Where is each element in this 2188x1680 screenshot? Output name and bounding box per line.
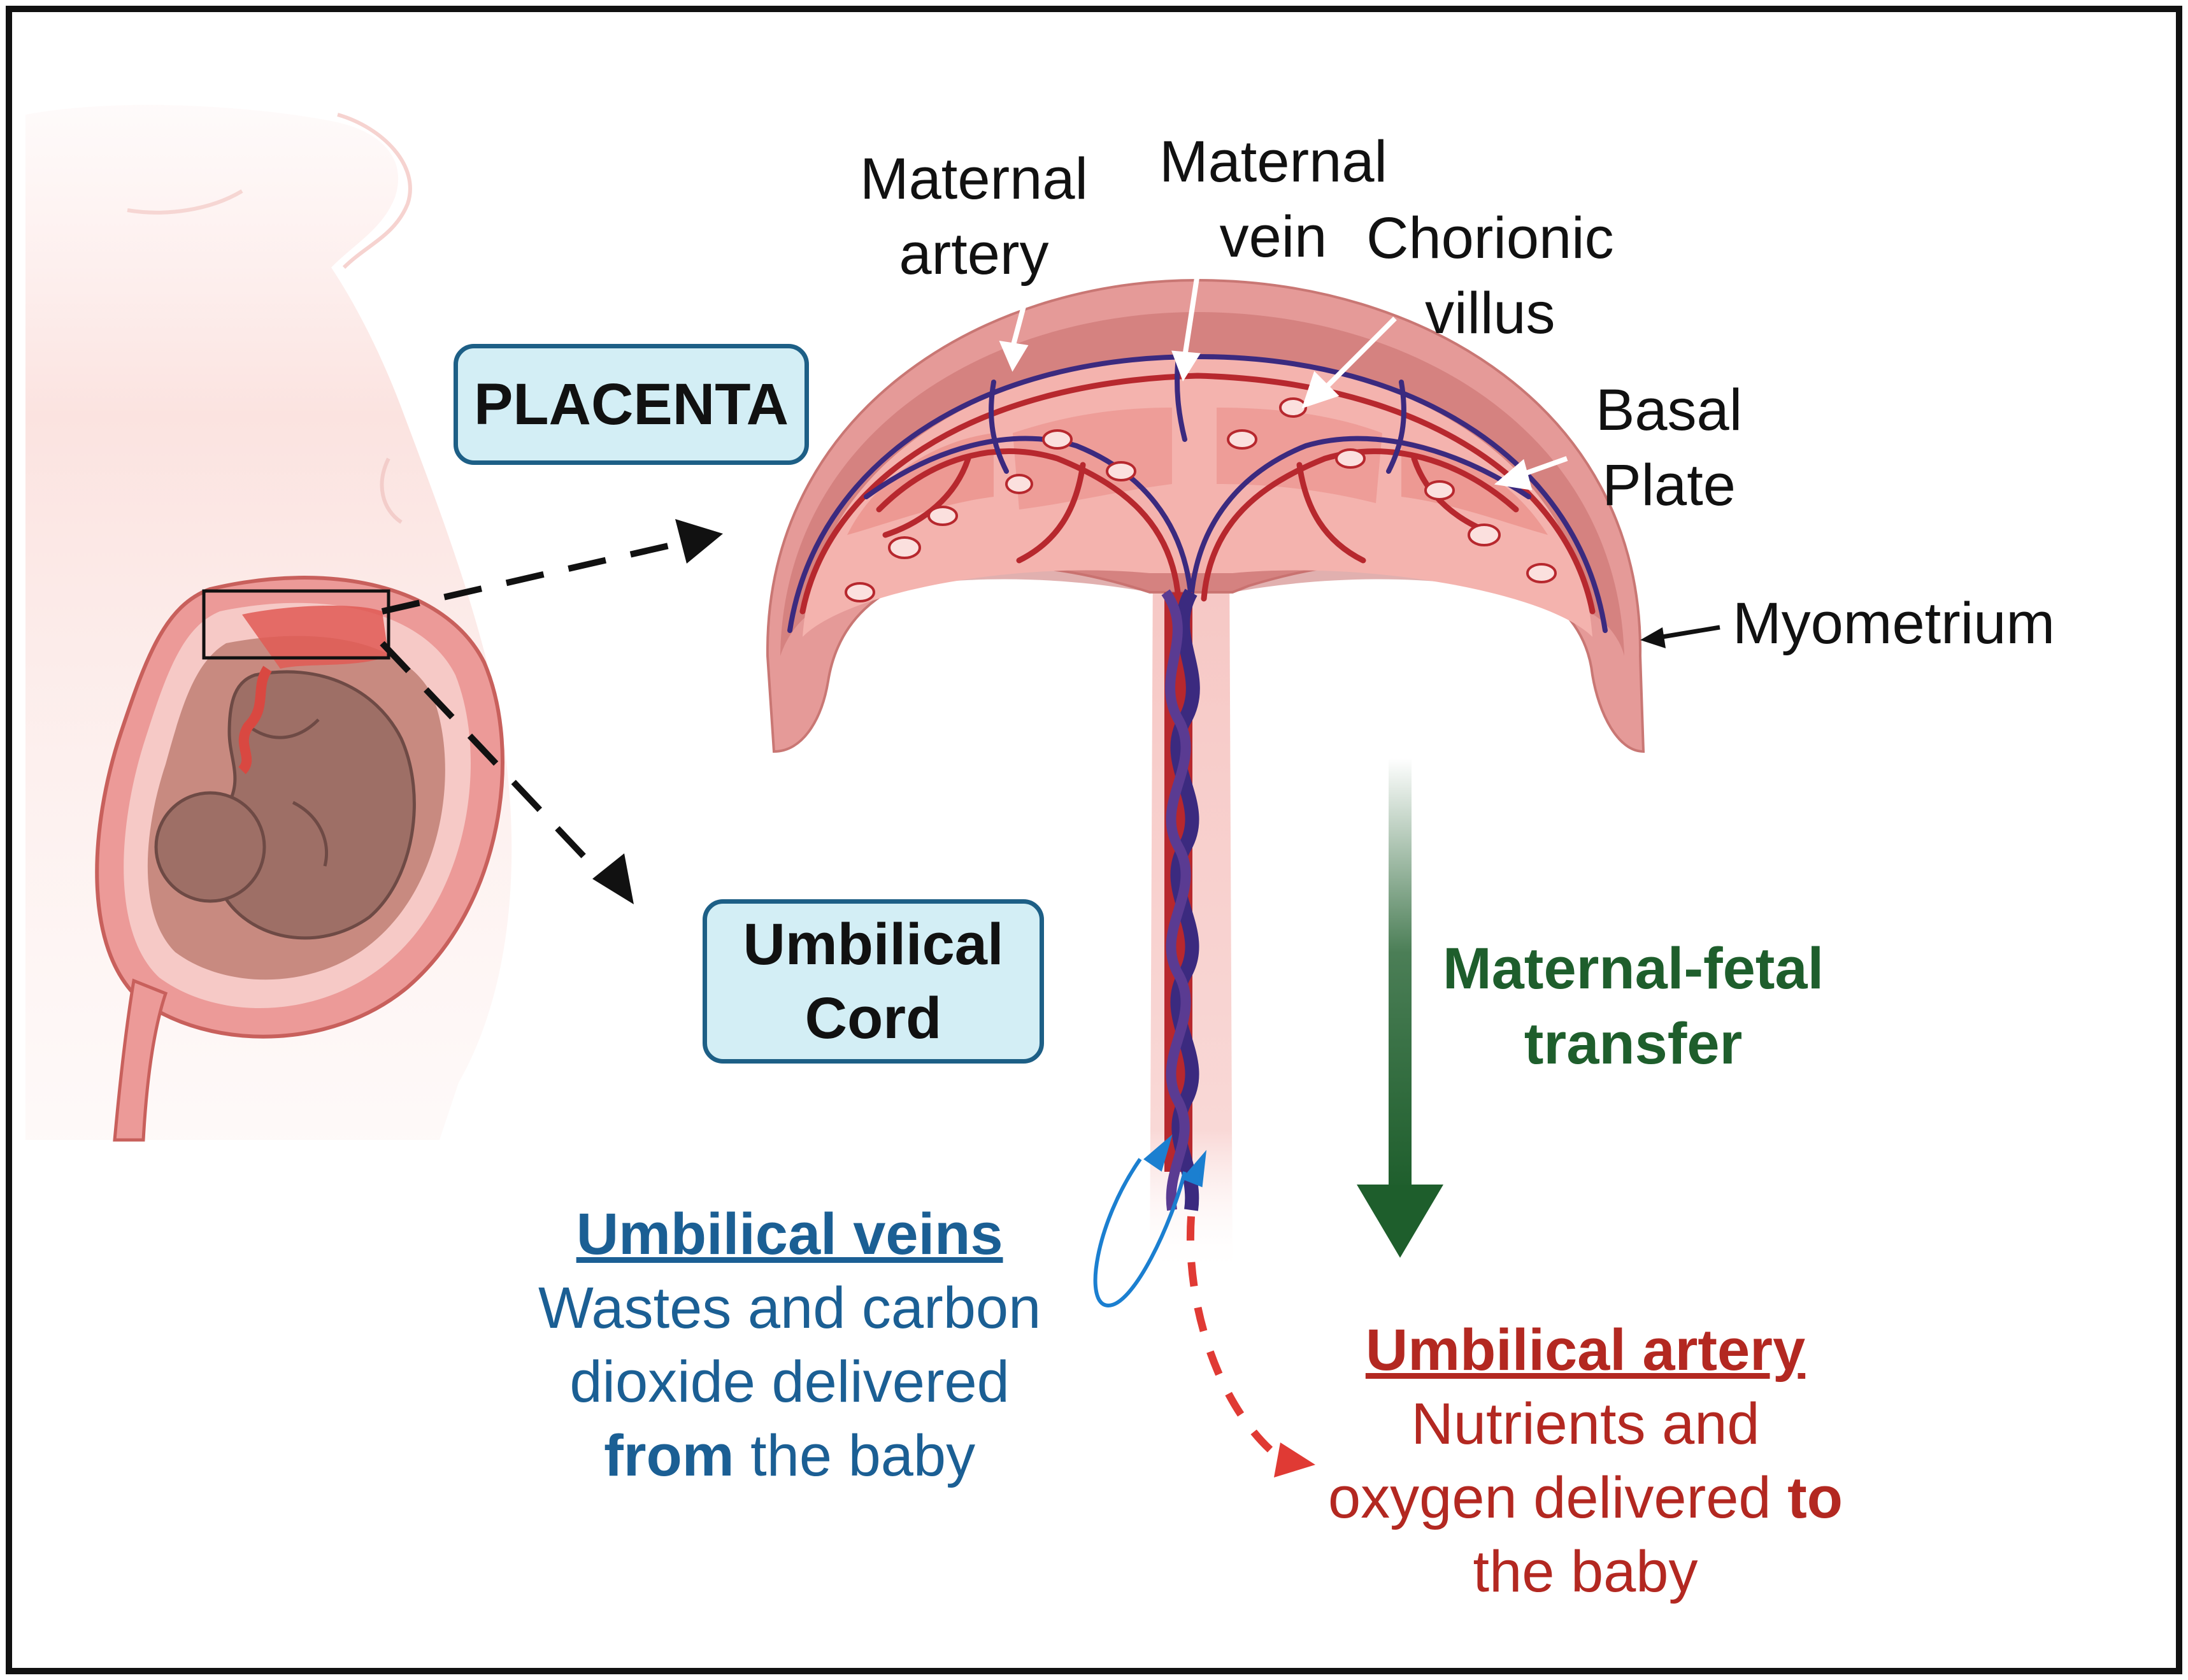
umbilical-veins-title: Umbilical veins <box>576 1202 1003 1267</box>
maternal-vein-label: Maternal vein <box>1159 129 1387 269</box>
uterus <box>95 576 504 1142</box>
umbilical-artery-text: Umbilical artery Nutrients and oxygen de… <box>1328 1313 1843 1609</box>
white-pointers <box>999 273 1568 490</box>
umbilical-veins-text: Umbilical veins Wastes and carbon dioxid… <box>538 1197 1041 1493</box>
basal-plate-label: Basal Plate <box>1596 378 1743 518</box>
umbilical-artery-arrow <box>1187 1216 1315 1477</box>
myometrium-pointer <box>1640 625 1720 648</box>
umbilical-artery-title: Umbilical artery <box>1365 1318 1806 1383</box>
maternal-fetal-transfer-arrow <box>1357 758 1443 1258</box>
myometrium-label: Myometrium <box>1733 591 2056 656</box>
umbilical-cord-line2: Cord <box>804 986 942 1051</box>
placenta-section <box>766 278 1645 1274</box>
chorionic-villus-label: Chorionic villus <box>1366 206 1614 346</box>
zoom-box <box>202 589 390 660</box>
umbilical-cord-line1: Umbilical <box>743 912 1004 977</box>
umbilical-vein-arrows <box>1093 1134 1207 1308</box>
maternal-artery-label: Maternal artery <box>860 146 1088 287</box>
maternal-fetal-transfer-label: Maternal-fetal transfer <box>1443 936 1824 1076</box>
umbilical-cord-box: Umbilical Cord <box>703 899 1044 1064</box>
placenta-box: PLACENTA <box>454 344 809 465</box>
zoom-arrows <box>380 519 723 904</box>
